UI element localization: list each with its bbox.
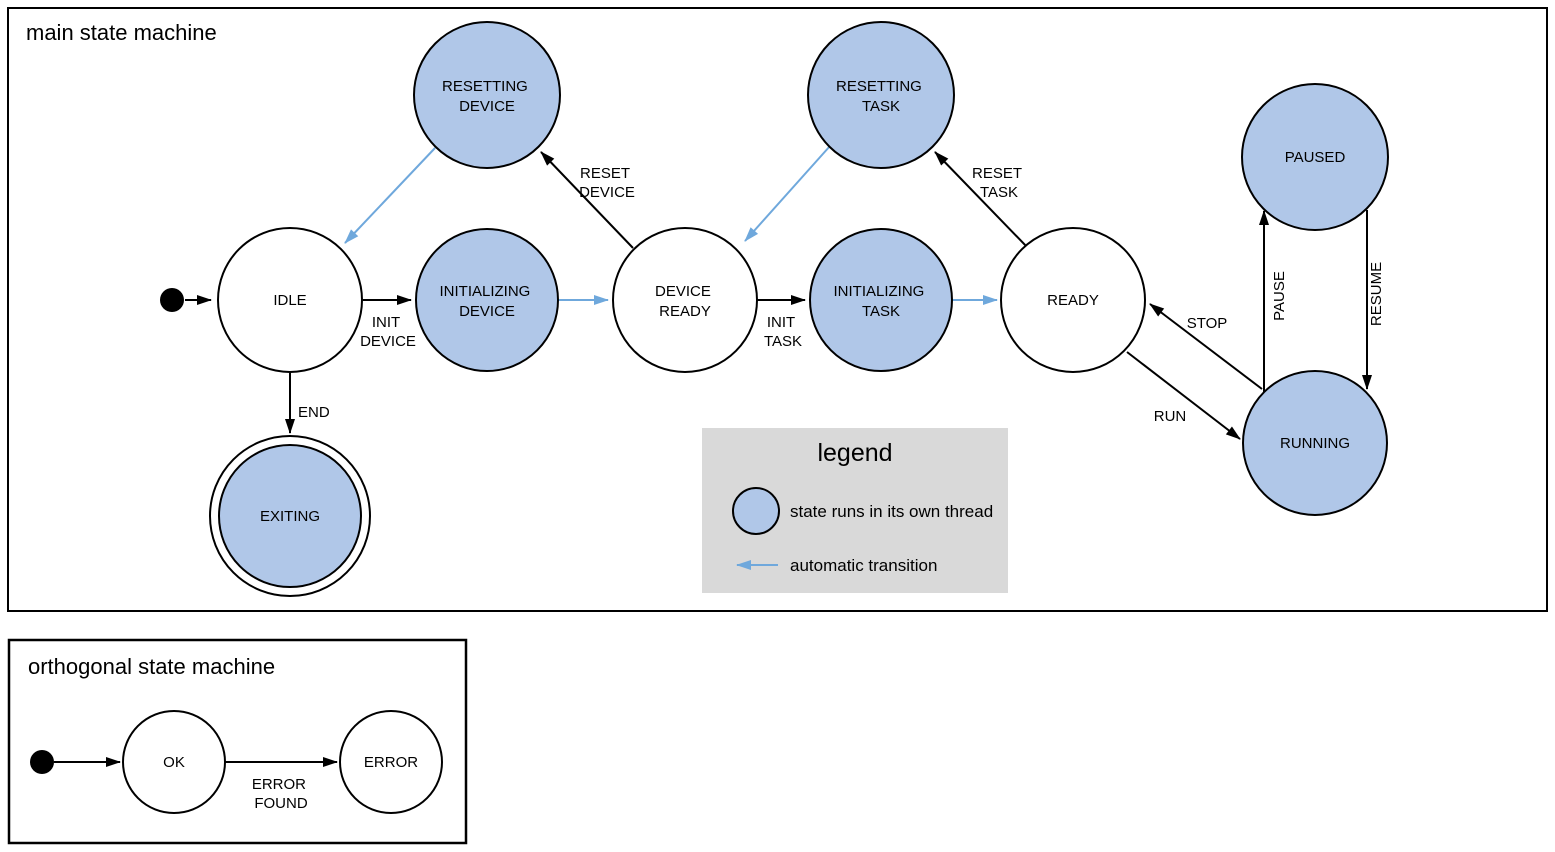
orthogonal-panel-title: orthogonal state machine: [28, 654, 275, 679]
main-state-machine-panel: main state machine INIT DEVICE RESET DEV…: [7, 7, 1548, 612]
state-running-label: RUNNING: [1280, 435, 1350, 452]
main-panel-title: main state machine: [26, 20, 217, 45]
initial-state-dot-main: [160, 288, 184, 312]
transition-label-end: END: [298, 404, 330, 421]
state-initializing-task-circle: [809, 228, 953, 372]
initial-state-dot-orthogonal: [30, 750, 54, 774]
state-exiting-inner-circle: [218, 444, 362, 588]
state-resetting-device-circle: [413, 21, 561, 169]
transition-reset-device: [540, 151, 634, 249]
transition-auto-resetting-task-to-device-ready: [744, 145, 831, 242]
main-panel-border: [7, 7, 1548, 612]
state-device-ready-circle: [612, 227, 758, 373]
state-ready-circle: [1000, 227, 1146, 373]
state-paused-circle: [1241, 83, 1389, 231]
transition-label-init-task: INIT TASK: [764, 314, 802, 350]
transition-label-resume: RESUME: [1368, 262, 1385, 326]
transition-label-stop: STOP: [1187, 315, 1228, 332]
legend-title: legend: [817, 439, 892, 467]
state-initializing-task-label: INITIALIZING TASK: [833, 283, 928, 320]
state-idle-circle: [217, 227, 363, 373]
state-ready-label: READY: [1047, 292, 1099, 309]
state-resetting-task-label: RESETTING TASK: [836, 78, 926, 115]
state-resetting-device-label: RESETTING DEVICE: [442, 78, 532, 115]
state-initializing-device-label: INITIALIZING DEVICE: [439, 283, 534, 320]
state-error: ERROR: [339, 710, 443, 814]
transition-label-init-device: INIT DEVICE: [360, 314, 416, 350]
state-device-ready-label: DEVICE READY: [655, 283, 715, 320]
state-ready: READY: [1000, 227, 1146, 373]
transition-label-reset-task: RESET TASK: [972, 165, 1026, 201]
transition-stop: [1149, 303, 1263, 390]
legend-thread-state-label: state runs in its own thread: [790, 502, 993, 521]
state-ok: OK: [122, 710, 226, 814]
transition-run: [1126, 351, 1241, 440]
transition-auto-resetting-device-to-idle: [344, 147, 436, 244]
state-error-label: ERROR: [364, 754, 418, 771]
state-exiting-label: EXITING: [260, 508, 320, 525]
legend-thread-state-icon: [732, 487, 780, 535]
state-running-circle: [1242, 370, 1388, 516]
state-resetting-task: RESETTING TASK: [807, 21, 955, 169]
state-running: RUNNING: [1242, 370, 1388, 516]
state-exiting: EXITING: [209, 435, 371, 597]
orthogonal-state-machine-panel: orthogonal state machine ERROR FOUND OK …: [7, 638, 468, 845]
state-resetting-task-circle: [807, 21, 955, 169]
transition-label-reset-device: RESET DEVICE: [579, 165, 635, 201]
legend: legend state runs in its own thread auto…: [702, 428, 1008, 593]
state-idle: IDLE: [217, 227, 363, 373]
orthogonal-panel-border: [7, 638, 468, 845]
state-ok-circle: [122, 710, 226, 814]
transition-label-pause: PAUSE: [1271, 271, 1288, 321]
transition-label-run: RUN: [1154, 408, 1187, 425]
transition-label-error-found: ERROR FOUND: [252, 776, 310, 812]
state-initializing-device-circle: [415, 228, 559, 372]
transition-reset-task: [934, 151, 1029, 249]
legend-automatic-transition-label: automatic transition: [790, 556, 937, 575]
state-device-ready: DEVICE READY: [612, 227, 758, 373]
state-paused: PAUSED: [1241, 83, 1389, 231]
state-ok-label: OK: [163, 754, 185, 771]
state-initializing-task: INITIALIZING TASK: [809, 228, 953, 372]
state-initializing-device: INITIALIZING DEVICE: [415, 228, 559, 372]
state-error-circle: [339, 710, 443, 814]
state-paused-label: PAUSED: [1285, 149, 1346, 166]
state-idle-label: IDLE: [273, 292, 306, 309]
state-resetting-device: RESETTING DEVICE: [413, 21, 561, 169]
